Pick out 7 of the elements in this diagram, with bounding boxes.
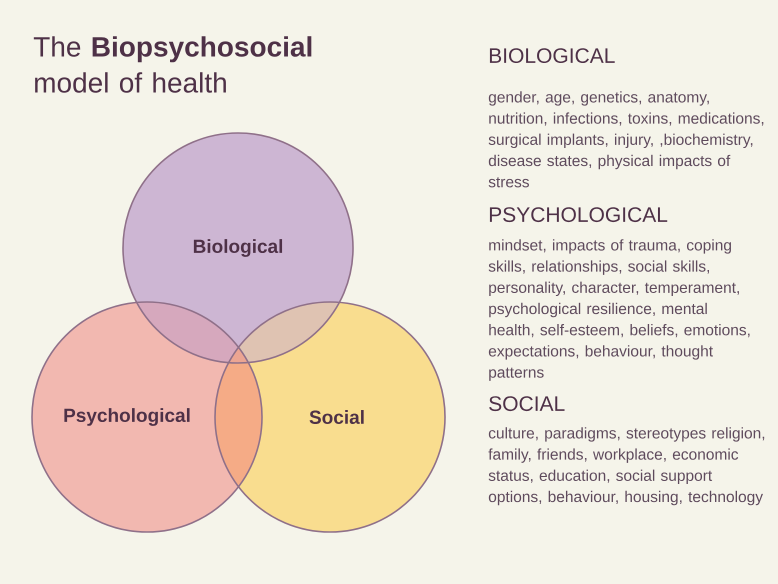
title: The Biopsychosocial model of health	[34, 36, 312, 93]
section-heading: PSYCHOLOGICAL	[490, 207, 668, 222]
factor-list: mindset, impacts of trauma, coping skills, relationships, social skills, personality, character, temperament, psychological resilience, mental health, self-esteem, beliefs, emotions, expectations, behaviour, thought patterns	[488, 239, 750, 381]
section-heading: SOCIAL	[489, 396, 565, 412]
factor-list: culture, paradigms, stereotypes religion, family, friends, workplace, economic status, education, social support options, behaviour, housing, technology	[488, 427, 764, 506]
section-heading: BIOLOGICAL	[490, 48, 615, 64]
factor-list: gender, age, genetics, anatomy, nutrition, infections, toxins, medications, surgical implants, injury, ,biochemistry, disease states, physical impacts of stress	[488, 91, 764, 188]
